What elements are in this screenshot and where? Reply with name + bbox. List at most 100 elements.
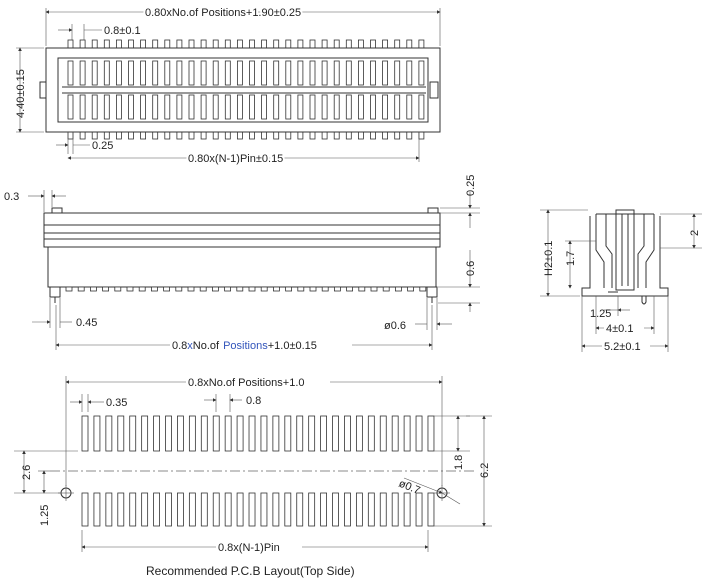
top-contact — [249, 94, 255, 120]
side-leg — [370, 286, 378, 292]
top-pin — [394, 131, 401, 140]
pcb-caption: Recommended P.C.B Layout(Top Side) — [146, 564, 355, 578]
top-pin — [128, 131, 134, 140]
top-height-label: 4.40±0.15 — [15, 69, 27, 118]
end-d2-label: 4±0.1 — [606, 323, 633, 335]
top-pin — [285, 39, 292, 49]
top-pin — [79, 131, 86, 140]
pcb-pad — [81, 492, 89, 527]
pcb-pads-lower — [81, 492, 435, 527]
pcb-total-height-label: 6.2 — [479, 463, 491, 478]
top-contact — [273, 94, 280, 120]
end-housing — [581, 216, 669, 297]
top-pin — [224, 39, 231, 49]
pcb-pad — [117, 415, 125, 452]
top-contact — [333, 94, 340, 120]
side-leg — [77, 286, 85, 292]
pcb-pad — [260, 415, 268, 452]
top-pin — [321, 131, 328, 140]
pcb-pad — [212, 492, 220, 527]
end-inner-label: 1.7 — [565, 251, 577, 266]
top-pin — [200, 39, 207, 49]
pcb-pad — [93, 415, 101, 452]
pcb-pad — [427, 415, 435, 452]
top-contact — [285, 94, 292, 120]
pcb-pad — [236, 415, 244, 452]
top-contact — [79, 60, 86, 86]
pcb-row-offset-label: 2.6 — [21, 465, 33, 480]
top-contact — [406, 94, 413, 120]
pcb-pad — [332, 415, 339, 452]
top-pin — [164, 39, 171, 49]
side-leg — [102, 286, 109, 292]
side-leg — [248, 286, 256, 292]
top-contact — [67, 94, 74, 120]
pcb-pad — [379, 492, 387, 527]
top-pin — [382, 39, 389, 49]
pcb-pad — [200, 492, 208, 527]
top-contact — [91, 60, 98, 86]
top-pin — [321, 39, 328, 49]
pcb-pad — [260, 492, 268, 527]
pcb-pad — [212, 415, 220, 452]
side-leg — [407, 286, 415, 292]
side-leg — [346, 286, 354, 292]
pcb-pad — [188, 415, 196, 452]
top-contact — [103, 60, 110, 86]
end-view: H2±0.1 1.7 2 1.25 4±0.1 5.2±0.1 — [540, 209, 702, 353]
side-leg — [90, 286, 97, 292]
end-d3-label: 5.2±0.1 — [604, 341, 641, 353]
top-contact — [140, 94, 147, 120]
top-pin — [236, 131, 243, 140]
top-pins-upper — [67, 39, 425, 49]
side-body — [47, 246, 437, 288]
side-leg — [65, 286, 73, 292]
side-leg — [175, 286, 183, 292]
pcb-span-label: 0.8x(N-1)Pin — [218, 542, 280, 554]
top-pin — [212, 39, 219, 49]
pcb-pad — [129, 415, 137, 452]
top-contact — [79, 94, 86, 120]
side-left-peg — [49, 286, 61, 298]
pcb-pad — [320, 415, 328, 452]
side-leg — [382, 286, 390, 292]
top-pin — [176, 39, 183, 49]
top-contact — [285, 60, 292, 86]
pcb-pad — [224, 492, 232, 527]
pcb-pad — [93, 492, 101, 527]
top-contact — [200, 94, 207, 120]
side-leg — [297, 286, 305, 292]
top-pin — [370, 131, 376, 140]
top-right-key — [429, 81, 439, 99]
svg-text:0.80xNo.of Positions+1.90±0.2: 0.80xNo.of Positions+1.90±0.25 — [145, 7, 301, 19]
side-top-gap-label: 0.25 — [465, 175, 477, 196]
top-contact — [357, 94, 364, 120]
top-pin — [91, 131, 98, 140]
top-pin — [152, 39, 159, 49]
top-pin — [370, 39, 376, 49]
side-leg — [358, 286, 366, 292]
top-pin — [212, 131, 219, 140]
top-contact — [152, 94, 159, 120]
pcb-pad — [177, 415, 184, 452]
pcb-pad — [284, 492, 292, 527]
top-contact — [140, 60, 147, 86]
top-pitch-label: 0.8±0.1 — [104, 25, 141, 37]
top-pin — [297, 131, 304, 140]
top-pins-lower — [67, 131, 425, 140]
top-pin — [140, 131, 147, 140]
top-contact — [370, 60, 376, 86]
top-contact — [128, 60, 134, 86]
top-pin — [418, 131, 425, 140]
top-contact — [273, 60, 280, 86]
top-contact — [297, 94, 304, 120]
top-left-key — [39, 81, 47, 99]
top-pin — [140, 39, 147, 49]
pcb-pad — [272, 492, 280, 527]
pcb-pad — [248, 492, 256, 527]
top-contact — [91, 94, 98, 120]
side-legs — [65, 286, 427, 292]
pcb-pads-upper — [81, 415, 435, 452]
pcb-pad — [344, 492, 351, 527]
pcb-overall-label: 0.8xNo.of Positions+1.0 — [188, 377, 305, 389]
